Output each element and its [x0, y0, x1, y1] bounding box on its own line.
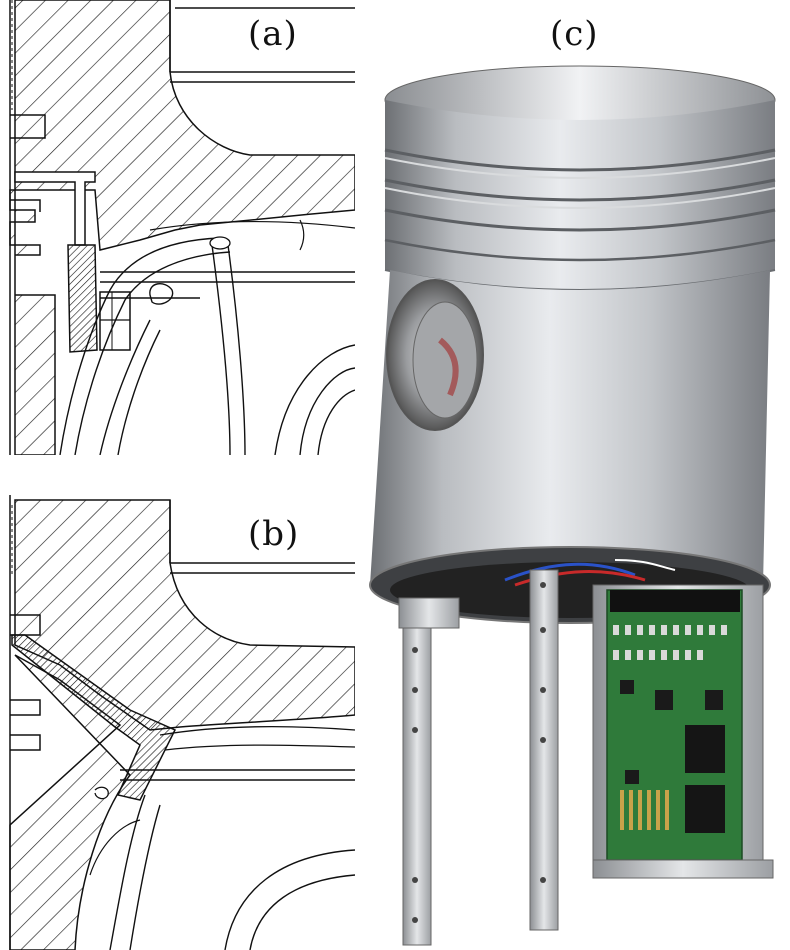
ring-belt-section — [9, 189, 56, 455]
ic-chip — [685, 725, 725, 773]
ic-chip — [685, 785, 725, 833]
dark-seal-element — [67, 244, 98, 353]
ic-chip — [620, 680, 634, 694]
ic-chip — [705, 690, 723, 710]
panel-c-piston-photo — [355, 0, 790, 950]
section-drawing-a — [9, 0, 355, 455]
piston-photo-illustration — [369, 65, 776, 946]
board-connector — [610, 590, 740, 612]
panel-label-b: (b) — [248, 514, 300, 554]
panel-label-a: (a) — [248, 14, 298, 54]
panel-label-c: (c) — [550, 14, 599, 54]
ic-chip — [625, 770, 639, 784]
ic-chip — [655, 690, 673, 710]
dark-diagonal-channel — [11, 634, 177, 801]
piston-crown-section — [14, 0, 355, 251]
instrument-bar-middle — [529, 569, 559, 931]
section-drawing-b — [9, 495, 355, 950]
instrument-bar-left — [402, 597, 432, 946]
panel-b-section-drawing — [0, 495, 355, 950]
piston-ring-lands — [385, 100, 775, 290]
piston-crown-section-b — [14, 499, 355, 731]
panel-a-section-drawing — [0, 0, 355, 455]
